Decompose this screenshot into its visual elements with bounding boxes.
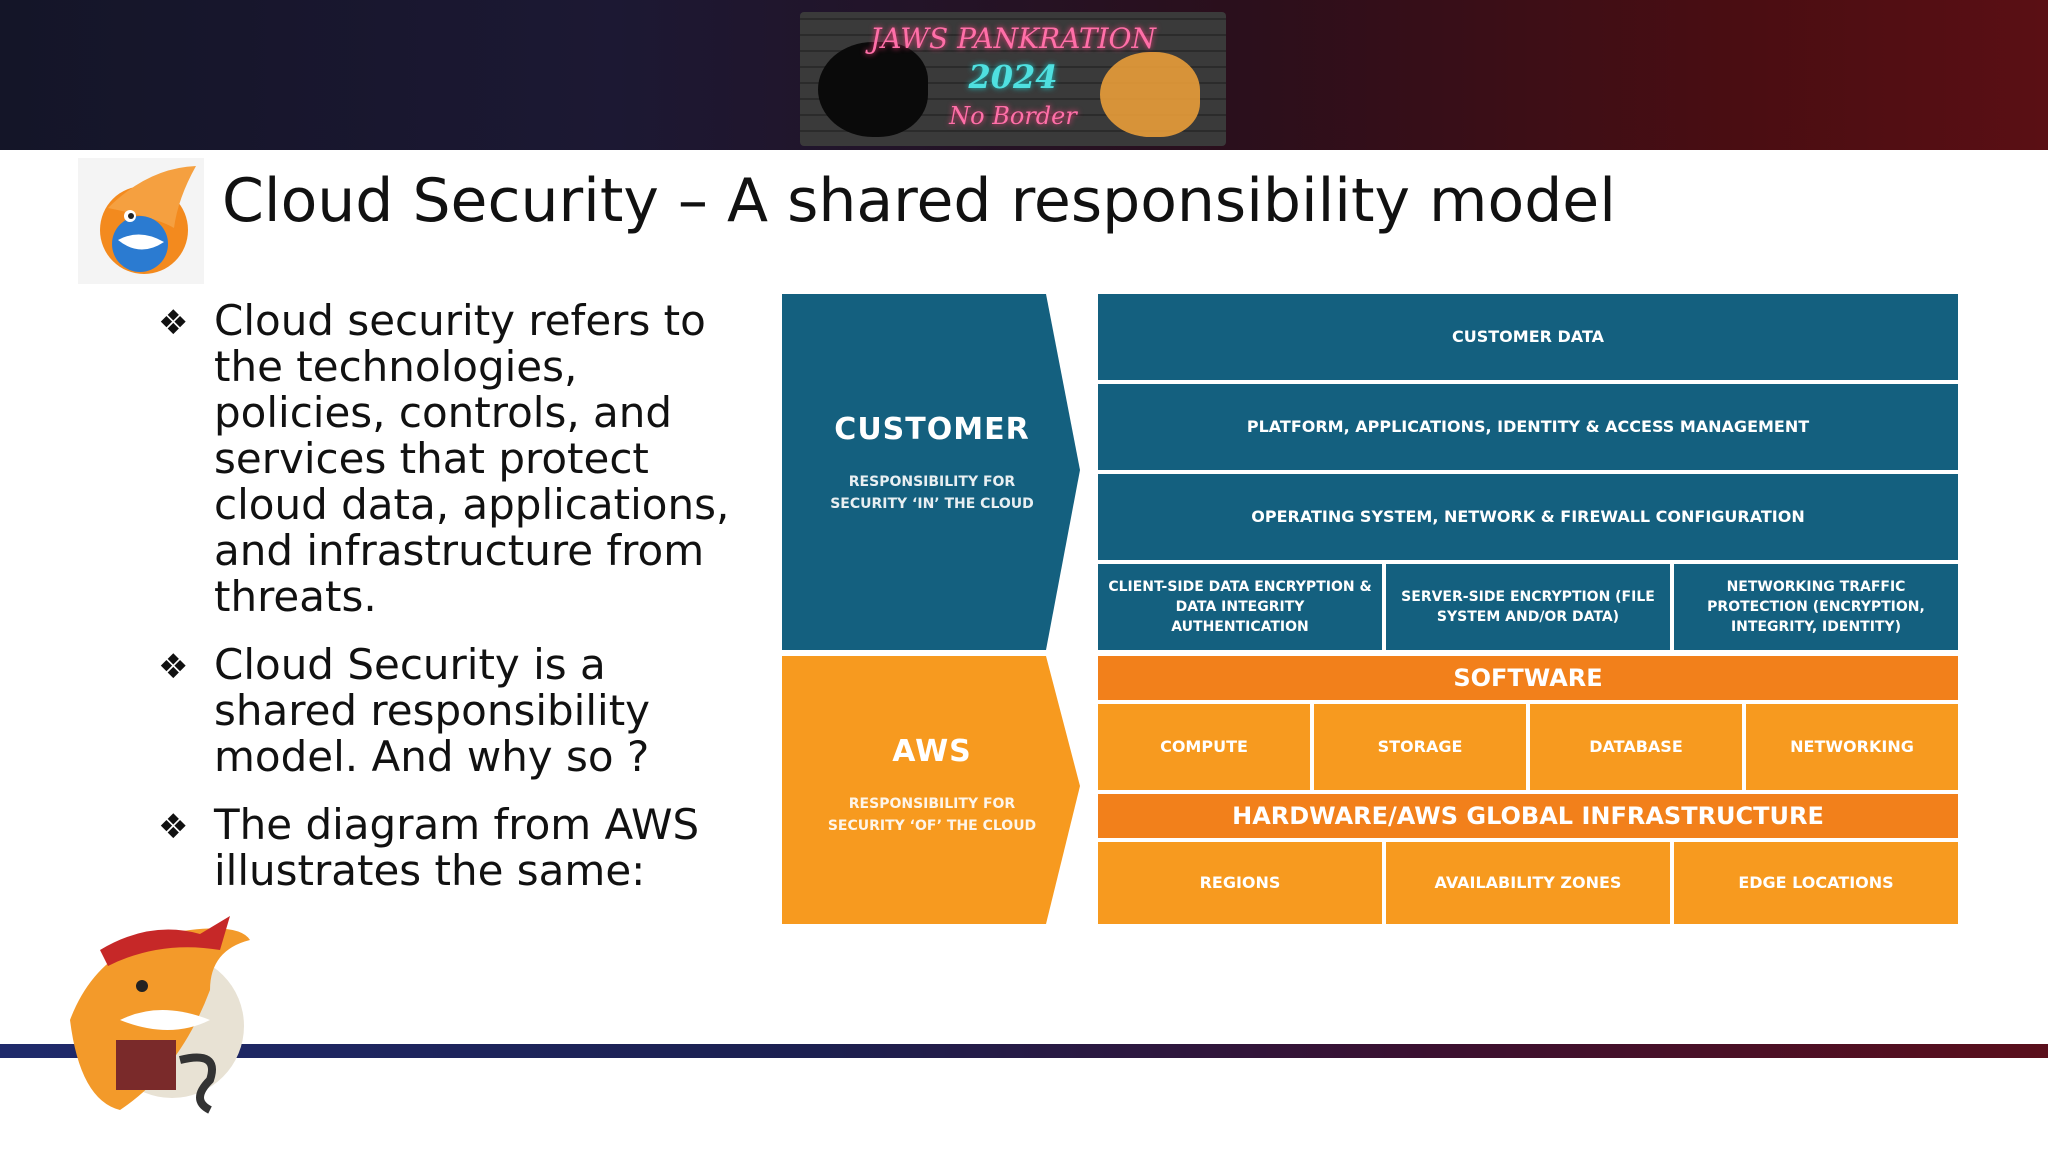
row-operating-system: OPERATING SYSTEM, NETWORK & FIREWALL CON… [1098, 474, 1958, 560]
cell-database: DATABASE [1530, 704, 1742, 790]
bullet-marker-icon: ❖ [158, 303, 189, 343]
list-item: ❖ Cloud Security is a shared responsibil… [158, 642, 738, 780]
aws-label-block: AWS RESPONSIBILITY FOR SECURITY ‘OF’ THE… [782, 734, 1082, 837]
cell-regions: REGIONS [1098, 842, 1382, 924]
bottom-stripe [0, 1044, 2048, 1058]
logo-line-3: No Border [949, 102, 1077, 130]
samurai-shark-mascot-icon [70, 916, 250, 1114]
row-software: SOFTWARE [1098, 656, 1958, 700]
cell-client-side-encryption: CLIENT-SIDE DATA ENCRYPTION & DATA INTEG… [1098, 564, 1382, 650]
bullet-text: Cloud Security is a shared responsibilit… [214, 640, 651, 781]
shark-silhouette-icon [818, 42, 928, 137]
bullet-text: Cloud security refers to the technologie… [214, 296, 730, 621]
bullet-list: ❖ Cloud security refers to the technolog… [158, 298, 738, 916]
aws-subtitle-line-1: RESPONSIBILITY FOR [848, 796, 1016, 812]
neon-shark-icon [1100, 52, 1200, 137]
bullet-marker-icon: ❖ [158, 647, 189, 687]
row-platform: PLATFORM, APPLICATIONS, IDENTITY & ACCES… [1098, 384, 1958, 470]
shared-responsibility-diagram: CUSTOMER RESPONSIBILITY FOR SECURITY ‘IN… [782, 294, 1958, 924]
cell-edge-locations: EDGE LOCATIONS [1674, 842, 1958, 924]
top-banner: JAWS PANKRATION 2024 No Border [0, 0, 2048, 150]
cell-server-side-encryption: SERVER-SIDE ENCRYPTION (FILE SYSTEM AND/… [1386, 564, 1670, 650]
row-customer-data: CUSTOMER DATA [1098, 294, 1958, 380]
bullet-text: The diagram from AWS illustrates the sam… [214, 800, 700, 895]
list-item: ❖ Cloud security refers to the technolog… [158, 298, 738, 620]
shark-logo-icon [78, 158, 204, 284]
cell-compute: COMPUTE [1098, 704, 1310, 790]
row-hardware-infrastructure: HARDWARE/AWS GLOBAL INFRASTRUCTURE [1098, 794, 1958, 838]
cell-networking: NETWORKING [1746, 704, 1958, 790]
aws-heading: AWS [892, 734, 972, 769]
customer-subtitle-line-2: SECURITY ‘IN’ THE CLOUD [830, 496, 1034, 512]
page-title: Cloud Security – A shared responsibility… [222, 166, 1616, 236]
responsibility-arrows [782, 294, 1080, 924]
cell-networking-traffic: NETWORKING TRAFFIC PROTECTION (ENCRYPTIO… [1674, 564, 1958, 650]
aws-subtitle-line-2: SECURITY ‘OF’ THE CLOUD [827, 818, 1037, 834]
bullet-marker-icon: ❖ [158, 807, 189, 847]
customer-label-block: CUSTOMER RESPONSIBILITY FOR SECURITY ‘IN… [782, 412, 1082, 515]
list-item: ❖ The diagram from AWS illustrates the s… [158, 802, 738, 894]
cell-availability-zones: AVAILABILITY ZONES [1386, 842, 1670, 924]
jaws-pankration-logo: JAWS PANKRATION 2024 No Border [800, 12, 1226, 146]
logo-line-1: JAWS PANKRATION [869, 22, 1157, 55]
customer-heading: CUSTOMER [834, 412, 1030, 447]
customer-subtitle: RESPONSIBILITY FOR SECURITY ‘IN’ THE CLO… [782, 471, 1082, 515]
customer-subtitle-line-1: RESPONSIBILITY FOR [848, 474, 1016, 490]
logo-line-2: 2024 [968, 58, 1058, 96]
aws-subtitle: RESPONSIBILITY FOR SECURITY ‘OF’ THE CLO… [782, 793, 1082, 837]
cell-storage: STORAGE [1314, 704, 1526, 790]
